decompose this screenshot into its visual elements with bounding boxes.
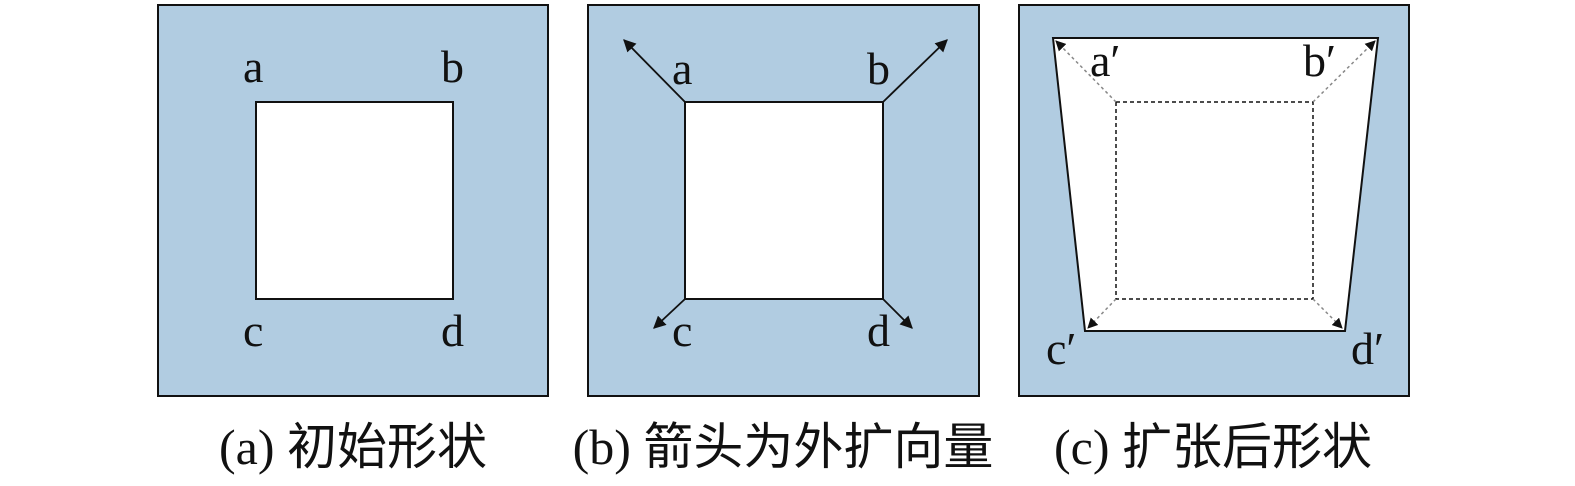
expansion-arrow-a [623,39,686,103]
connector-a [1055,40,1117,103]
expansion-arrow-b [882,39,948,103]
panel-a-label-c: c [243,305,263,356]
panel-b-label-b: b [867,43,890,94]
panel-b-label-d: d [867,305,890,356]
panel-a-label-b: b [441,41,464,92]
panel-c-caption: (c) 扩张后形状 [1054,419,1372,475]
panel-c: a′ b′ c′ d′ (c) 扩张后形状 [1018,4,1410,475]
panel-b-label-c: c [672,305,692,356]
panel-b-label-a: a [672,43,692,94]
expansion-arrow-d [882,298,913,329]
square-with-vectors [684,101,884,300]
panel-a: a b c d (a) 初始形状 [157,4,549,475]
connector-d [1312,298,1343,329]
panel-c-label-a: a′ [1090,35,1120,86]
panel-b: a b c d (b) 箭头为外扩向量 [573,4,994,475]
panel-a-label-d: d [441,305,464,356]
expanded-shape [1051,37,1380,332]
expansion-arrow-c [653,298,686,329]
initial-square [255,101,454,300]
panel-c-label-c: c′ [1046,323,1076,374]
panel-b-caption: (b) 箭头为外扩向量 [573,419,994,475]
connector-c [1087,298,1117,329]
panel-a-caption: (a) 初始形状 [219,419,487,475]
panel-a-label-a: a [243,41,263,92]
connector-b [1312,40,1376,103]
original-square-dashed [1115,101,1314,300]
panel-c-label-b: b′ [1303,35,1336,86]
panel-c-label-d: d′ [1351,323,1384,374]
